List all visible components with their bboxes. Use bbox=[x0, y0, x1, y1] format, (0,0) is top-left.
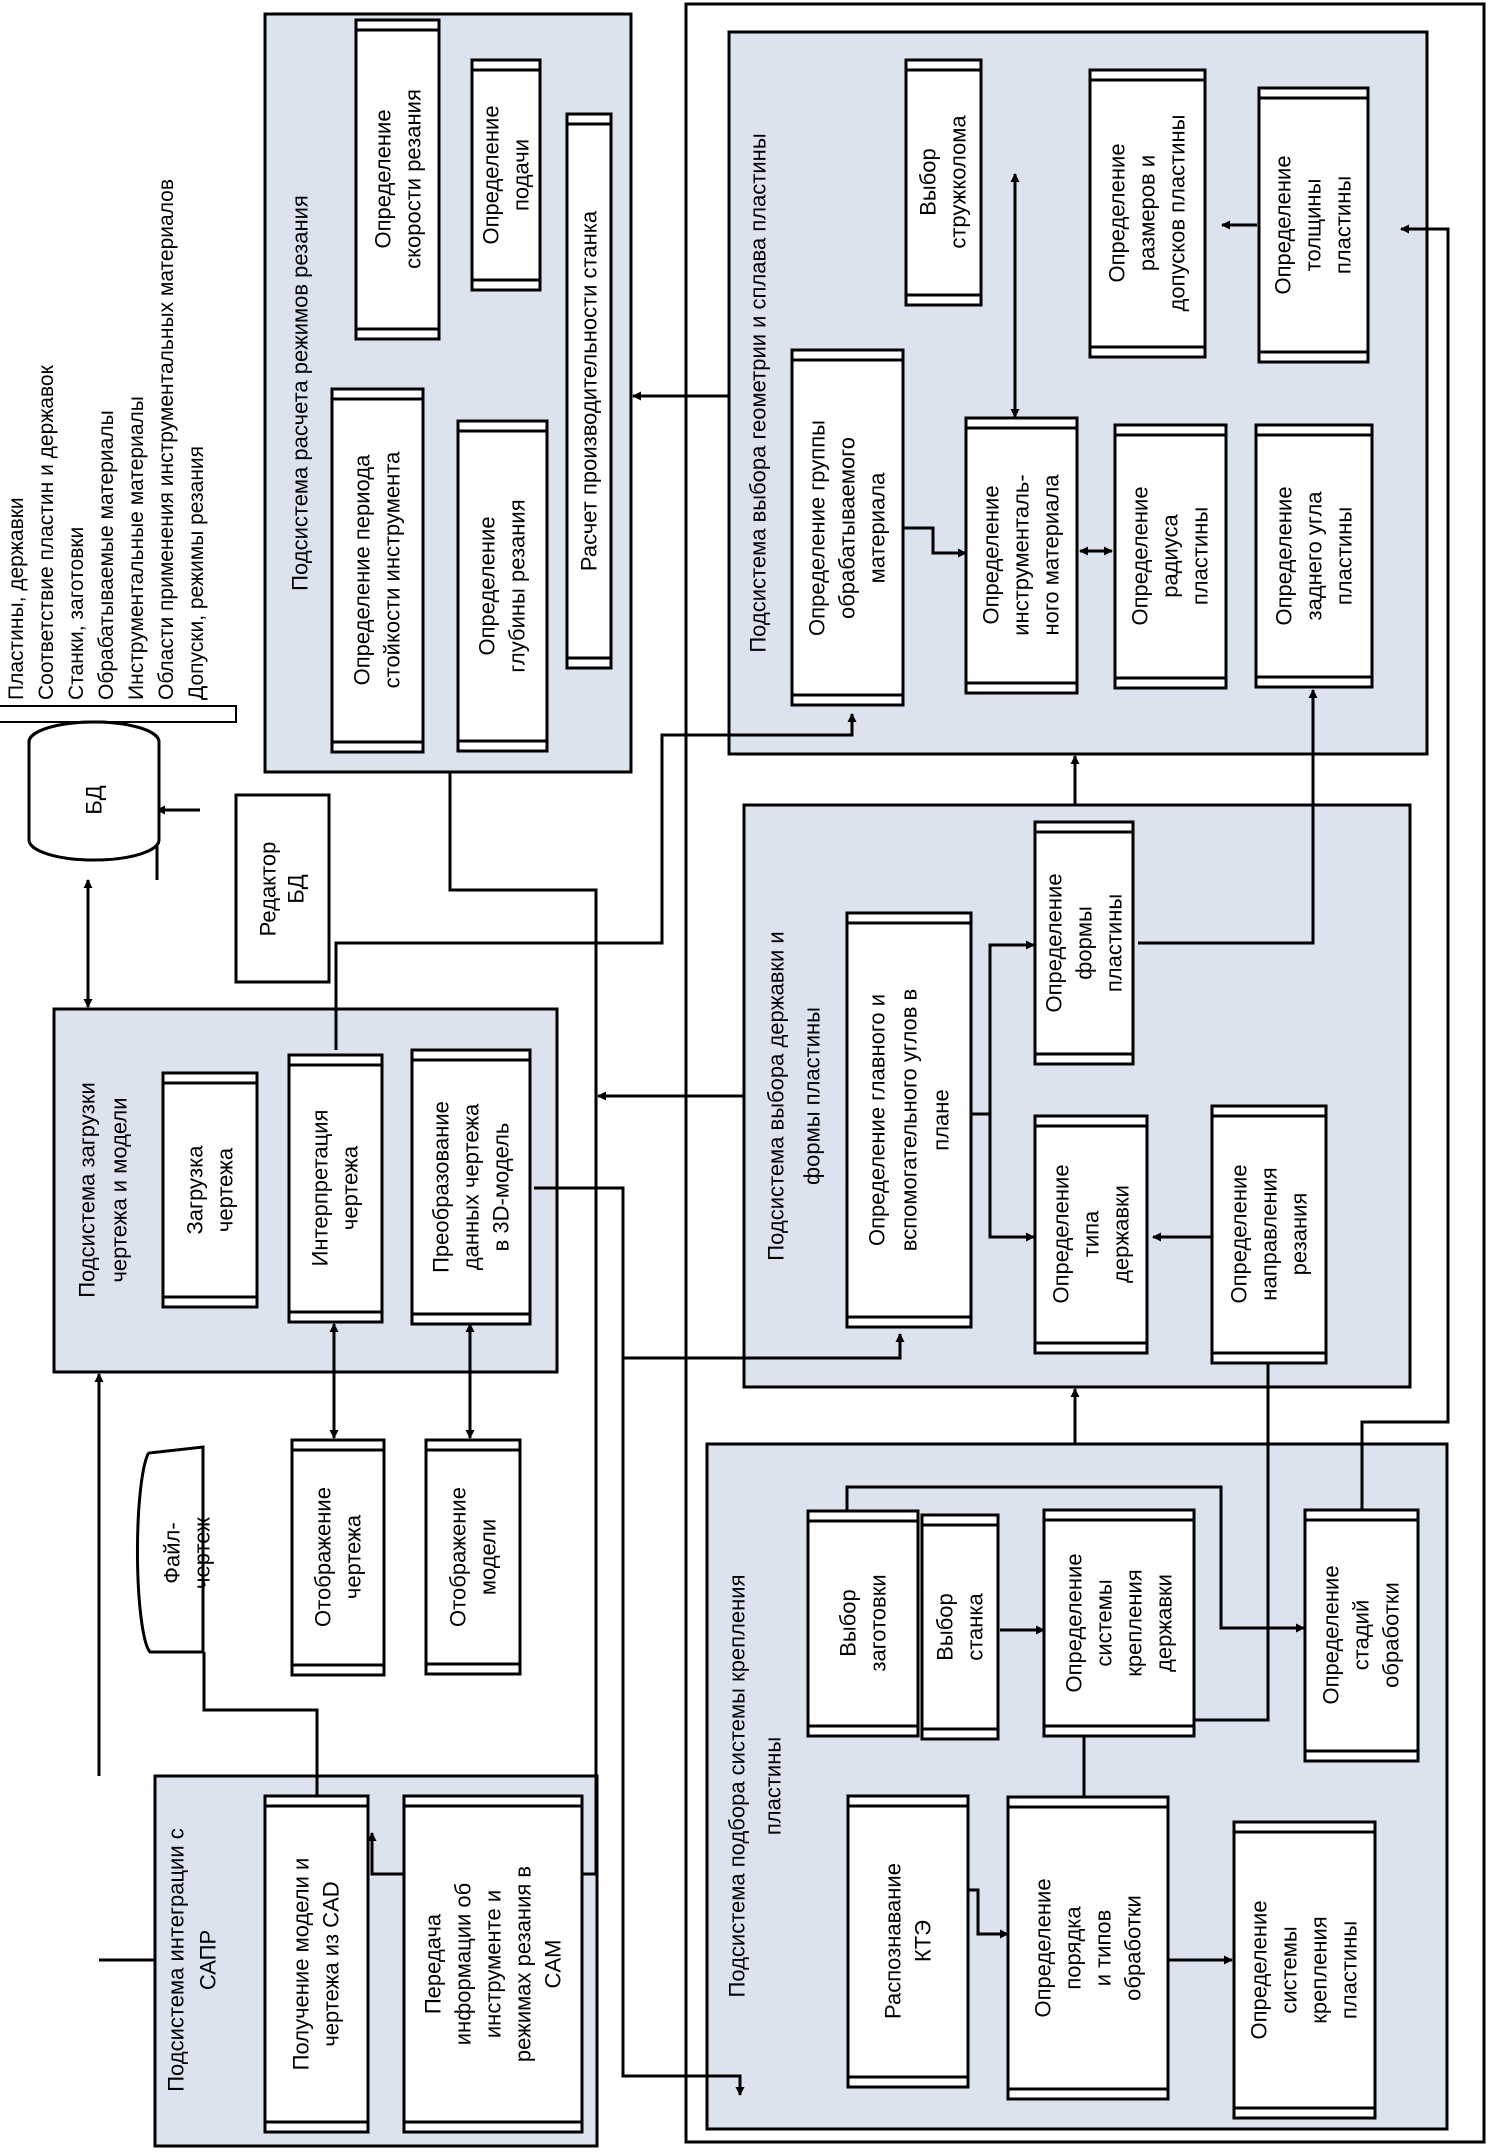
database-contents: Пластины, державки Соответствие пластин … bbox=[0, 179, 237, 723]
connections bbox=[83, 173, 1450, 2096]
selection-frame bbox=[684, 2, 1486, 2144]
file-drawing-label: Файл-чертеж bbox=[160, 1517, 215, 1589]
db-content-item: Станки, заготовки bbox=[65, 527, 88, 700]
db-content-item: Пластины, державки bbox=[5, 497, 28, 700]
subsystem-geometry-title: Подсистема выбора геометрии и сплава пла… bbox=[746, 133, 771, 652]
db-content-item: Инструментальные материалы bbox=[125, 396, 148, 700]
database: БД bbox=[27, 720, 161, 862]
database-label: БД bbox=[82, 785, 107, 814]
db-content-item: Соответствие пластин и державок bbox=[35, 364, 58, 700]
db-content-item: Обрабатываемые материалы bbox=[95, 410, 118, 700]
block-label: Расчет производительности станка bbox=[577, 210, 602, 571]
subsystem-cutting-modes-title: Подсистема расчета режимов резания bbox=[288, 195, 313, 591]
process-block-productivity: Расчет производительности станка bbox=[565, 112, 613, 670]
db-content-item: Допуски, режимы резания bbox=[185, 446, 208, 700]
file-drawing: Файл-чертеж bbox=[135, 1445, 215, 1654]
db-content-item: Области применения инструментальных мате… bbox=[155, 179, 178, 700]
